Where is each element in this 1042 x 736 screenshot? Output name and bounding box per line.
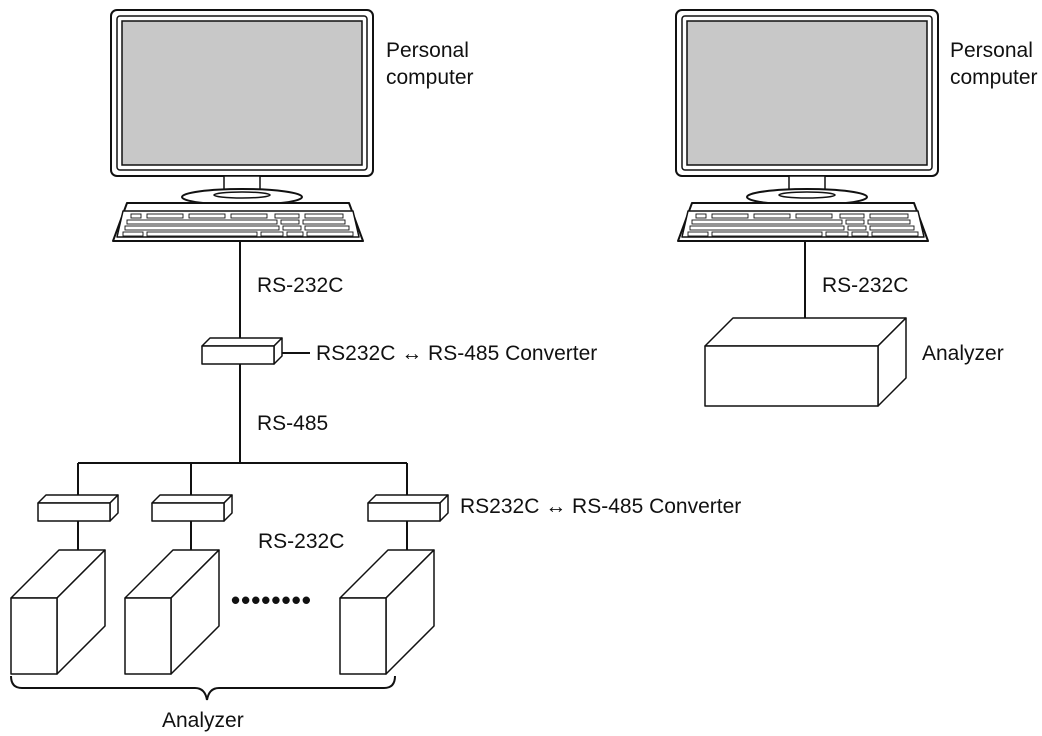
branch-converter-3 [367,494,449,522]
left-monitor [110,9,374,206]
left-rs232c-label: RS-232C [257,274,343,297]
left-analyzer-3 [339,549,435,675]
analyzer-group-brace [10,675,396,701]
right-personal-computer [675,9,939,242]
left-analyzer-1 [10,549,106,675]
left-computer-label-line2: computer [386,66,474,89]
right-computer-label-line2: computer [950,66,1038,89]
main-converter-label: RS232C ↔ RS-485 Converter [316,342,597,365]
left-computer-label-line1: Personal [386,39,469,62]
analyzer-group-label: Analyzer [162,709,244,732]
right-keyboard [677,202,929,242]
branch-converter-2 [151,494,233,522]
main-converter-box [201,337,283,365]
right-rs232c-label: RS-232C [822,274,908,297]
rs485-label: RS-485 [257,412,328,435]
right-analyzer [704,317,907,407]
left-personal-computer [110,9,374,242]
right-monitor [675,9,939,206]
branch-converter-label: RS232C ↔ RS-485 Converter [460,495,741,518]
right-analyzer-label: Analyzer [922,342,1004,365]
left-analyzer-2 [124,549,220,675]
right-computer-label-line1: Personal [950,39,1033,62]
branch-converter-1 [37,494,119,522]
analyzer-ellipsis: •••••••• [231,585,312,615]
branch-rs232c-label: RS-232C [258,530,344,553]
left-keyboard [112,202,364,242]
